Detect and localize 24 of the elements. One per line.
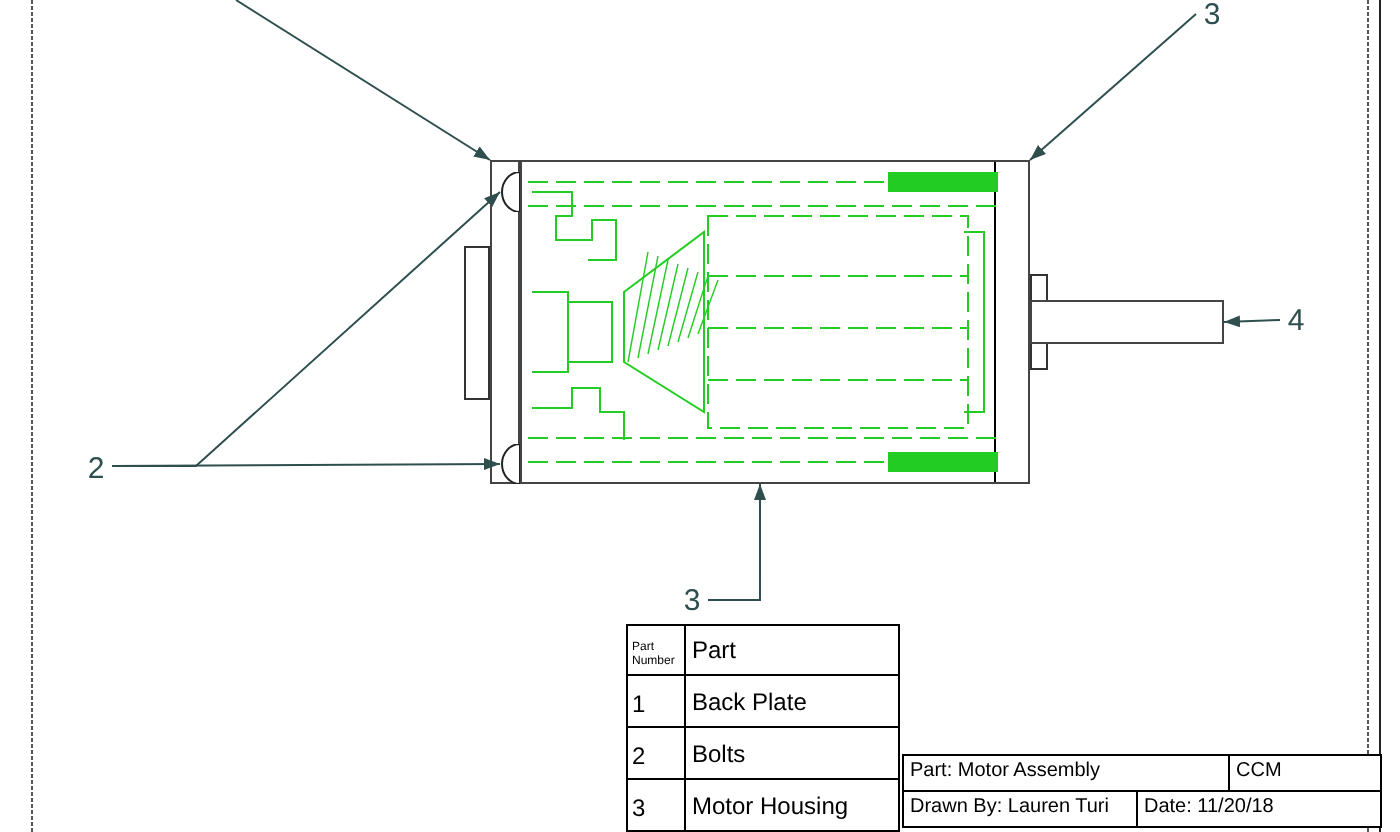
back-plate [490, 160, 520, 484]
table-text: Motor Housing [692, 789, 849, 823]
bolt-head [500, 444, 520, 484]
table-text: Drawn By: Lauren Turi [910, 796, 1109, 818]
table-text: Bolts [692, 737, 746, 771]
callout-number: 2 [87, 453, 105, 483]
table-text: Back Plate [692, 685, 807, 719]
table-text: Date: 11/20/18 [1144, 796, 1274, 818]
callout-number: 3 [1203, 0, 1221, 29]
table-text: 2 [632, 740, 646, 774]
table-text: CCM [1236, 760, 1282, 782]
column-header: Part [692, 634, 737, 668]
bolt-head [500, 172, 520, 212]
table-text: 3 [632, 792, 646, 826]
callout-number: 4 [1287, 305, 1305, 335]
callout-number: 3 [683, 585, 701, 615]
leader-line [1223, 315, 1281, 328]
table-text: Part: Motor Assembly [910, 760, 1101, 782]
leader-line [111, 458, 501, 471]
leader-line [1029, 13, 1197, 161]
leader-line [707, 483, 766, 601]
motor-shaft [1030, 300, 1224, 344]
table-text: 1 [632, 688, 646, 722]
leader-line [235, 0, 491, 161]
